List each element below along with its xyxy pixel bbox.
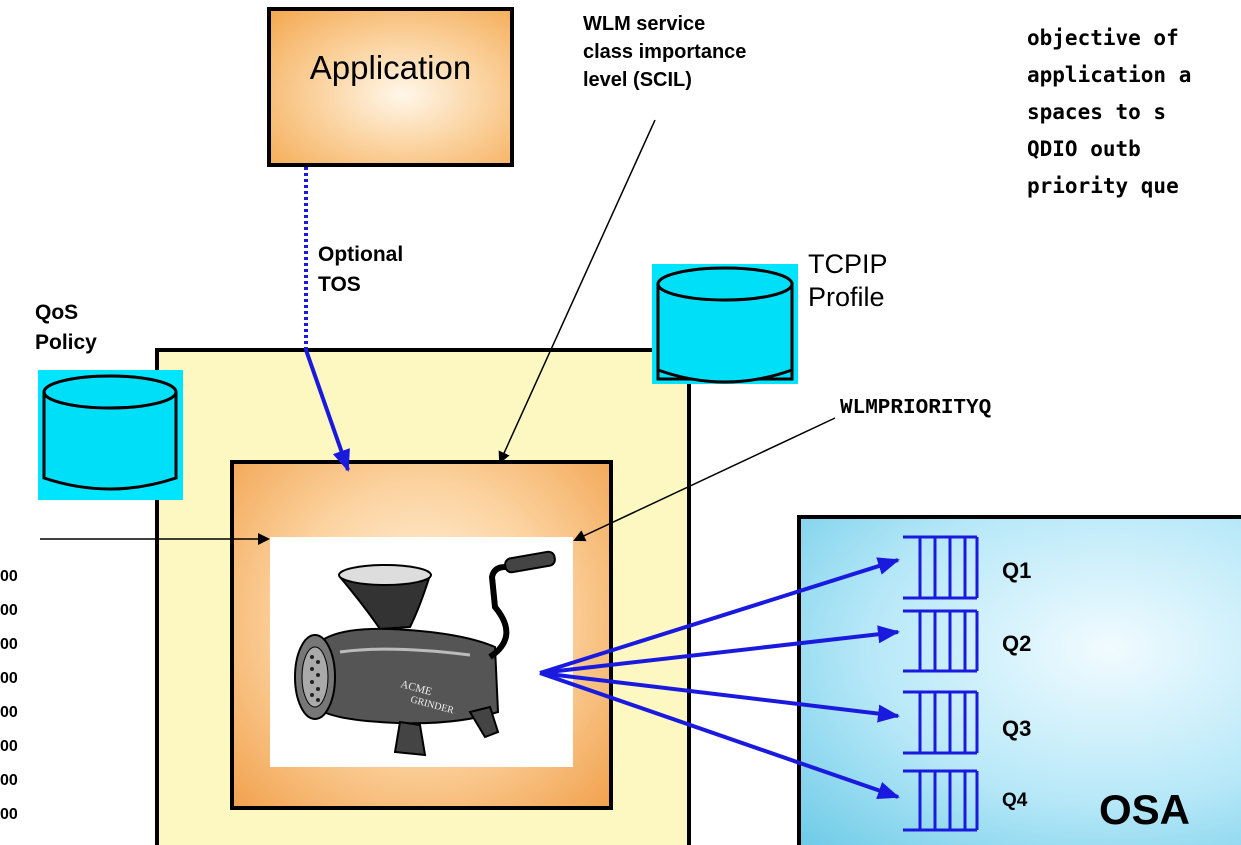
note-line5: priority que: [1027, 174, 1179, 198]
note-line3: spaces to s: [1027, 100, 1167, 124]
queue-icon-q3: [903, 690, 979, 755]
left-value: 00: [0, 704, 18, 721]
wlm-scil-label: WLM service class importance level (SCIL…: [583, 10, 746, 94]
objective-note: objective of application a spaces to s Q…: [1027, 20, 1191, 205]
application-box: Application: [267, 7, 514, 167]
meat-grinder-icon: ACME GRINDER: [294, 550, 556, 757]
optional-tos-label: Optional TOS: [318, 240, 403, 300]
optional-tos-line1: Optional: [318, 243, 404, 266]
left-value: 00: [0, 568, 18, 585]
tos-arrow: [304, 349, 350, 472]
tcpip-profile-label: TCPIP Profile: [808, 248, 888, 314]
osa-label: OSA: [1099, 786, 1191, 833]
queue-arrow-q4: [539, 671, 900, 799]
tcpip-profile-line2: Profile: [808, 282, 885, 312]
left-value: 00: [0, 806, 18, 823]
queue-icon-q4: [903, 769, 979, 832]
application-label: Application: [309, 49, 472, 86]
note-line1: objective of: [1027, 26, 1179, 50]
left-value: 00: [0, 772, 18, 789]
left-value: 00: [0, 670, 18, 687]
wlmpriorityq-arrow: [573, 417, 836, 542]
note-line2: application a: [1027, 63, 1192, 87]
scil-arrow: [498, 119, 656, 464]
qos-policy-database-icon: [38, 370, 183, 500]
meat-grinder-illustration: ACME GRINDER: [270, 537, 573, 767]
qos-policy-label: QoS Policy: [35, 298, 97, 358]
left-value: 00: [0, 738, 18, 755]
wlmpriorityq-label: WLMPRIORITYQ: [840, 397, 992, 420]
wlm-label-line1: WLM service: [583, 13, 706, 35]
queue-icon-q1: [903, 535, 979, 600]
wlm-label-line3: level (SCIL): [583, 69, 692, 91]
queue-arrow-q3: [539, 671, 900, 723]
qos-policy-line2: Policy: [35, 331, 97, 354]
queue-arrow-q1: [539, 557, 900, 675]
queue-arrow-q2: [539, 625, 900, 675]
wlm-label-line2: class importance: [583, 41, 747, 63]
queue-icon-q2: [903, 609, 979, 673]
left-value: 00: [0, 602, 18, 619]
queue-label-q3: Q3: [1002, 716, 1032, 741]
queue-label-q2: Q2: [1002, 631, 1032, 656]
qos-policy-line1: QoS: [35, 301, 79, 324]
tcpip-profile-database-icon: [652, 264, 798, 384]
queue-label-q1: Q1: [1002, 558, 1032, 583]
left-value: 00: [0, 636, 18, 653]
optional-tos-line2: TOS: [318, 273, 361, 296]
queue-label-q4: Q4: [1002, 790, 1028, 811]
note-line4: QDIO outb: [1027, 137, 1141, 161]
tcpip-profile-line1: TCPIP: [808, 249, 888, 279]
left-values-column: 00 00 00 00 00 00 00 00: [0, 560, 18, 832]
